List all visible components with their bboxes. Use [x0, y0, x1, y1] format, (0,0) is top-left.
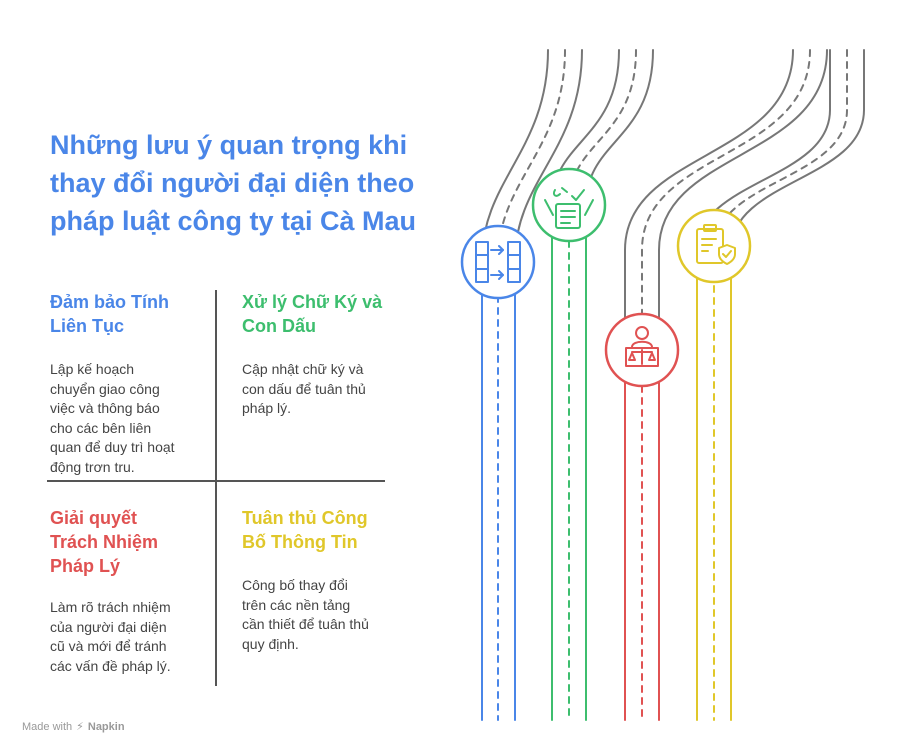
card-title-line: Liên Tục: [50, 316, 125, 336]
desc-line: Công bố thay đổi: [242, 577, 348, 593]
desc-line: cũ và mới để tránh: [50, 638, 167, 654]
title-line: pháp luật công ty tại Cà Mau: [50, 206, 417, 236]
page-title: Những lưu ý quan trọng khi thay đổi ngườ…: [50, 126, 450, 240]
road-blue: [481, 49, 583, 721]
card-description: Lập kế hoạch chuyển giao công việc và th…: [50, 360, 175, 477]
desc-line: các vấn đề pháp lý.: [50, 657, 171, 674]
card-title: Xử lý Chữ Ký và Con Dấu: [242, 290, 382, 338]
card-title: Giải quyết Trách Nhiệm Pháp Lý: [50, 506, 171, 578]
road-red: [624, 49, 828, 721]
card-title: Tuân thủ Công Bố Thông Tin: [242, 506, 369, 554]
desc-line: chuyển giao công: [50, 380, 160, 397]
card-title-line: Con Dấu: [242, 316, 316, 336]
desc-line: trên các nền tảng: [242, 596, 351, 613]
card-title-line: Giải quyết: [50, 508, 138, 528]
desc-line: quy định.: [242, 635, 299, 652]
road-yellow: [696, 49, 865, 721]
desc-line: việc và thông báo: [50, 400, 160, 416]
desc-line: động trơn tru.: [50, 458, 135, 475]
card-title-line: Tuân thủ Công: [242, 508, 368, 528]
card-title-line: Xử lý Chữ Ký và: [242, 292, 383, 312]
desc-line: Lập kế hoạch: [50, 361, 135, 377]
footer-made-with: Made with: [22, 720, 73, 733]
transfer-arrows-icon: [460, 224, 536, 300]
card-description: Làm rõ trách nhiệm của người đại diện cũ…: [50, 598, 171, 676]
card-description: Công bố thay đổi trên các nền tảng cần t…: [242, 576, 369, 654]
card-title-line: Bố Thông Tin: [242, 532, 358, 552]
card-signature-seal: Xử lý Chữ Ký và Con Dấu Cập nhật chữ ký …: [242, 290, 382, 419]
card-title-line: Pháp Lý: [50, 556, 121, 576]
desc-line: quan để duy trì hoạt: [50, 439, 175, 455]
card-disclosure: Tuân thủ Công Bố Thông Tin Công bố thay …: [242, 506, 369, 654]
napkin-logo-icon: ⚡: [76, 721, 84, 733]
legal-scales-icon: [604, 312, 680, 388]
clipboard-shield-icon: [676, 208, 752, 284]
card-title: Đảm bảo Tính Liên Tục: [50, 290, 175, 338]
card-legal-responsibility: Giải quyết Trách Nhiệm Pháp Lý Làm rõ tr…: [50, 506, 171, 676]
desc-line: cần thiết để tuân thủ: [242, 616, 369, 632]
horizontal-divider: [47, 480, 385, 482]
desc-line: cho các bên liên: [50, 419, 152, 436]
vertical-divider: [215, 290, 217, 686]
footer-watermark: Made with ⚡ Napkin: [22, 720, 125, 734]
desc-line: pháp lý.: [242, 400, 292, 416]
desc-line: Làm rõ trách nhiệm: [50, 599, 171, 615]
title-line: Những lưu ý quan trọng khi: [50, 130, 408, 160]
card-continuity: Đảm bảo Tính Liên Tục Lập kế hoạch chuyể…: [50, 290, 175, 477]
desc-line: con dấu để tuân thủ: [242, 380, 366, 397]
card-title-line: Trách Nhiệm: [50, 532, 159, 552]
desc-line: của người đại diện: [50, 618, 167, 635]
card-description: Cập nhật chữ ký và con dấu để tuân thủ p…: [242, 360, 382, 419]
footer-brand: Napkin: [87, 720, 125, 733]
signed-checklist-icon: [531, 167, 607, 243]
title-line: thay đổi người đại diện theo: [50, 168, 415, 198]
desc-line: Cập nhật chữ ký và: [242, 361, 364, 377]
card-title-line: Đảm bảo Tính: [50, 292, 170, 312]
